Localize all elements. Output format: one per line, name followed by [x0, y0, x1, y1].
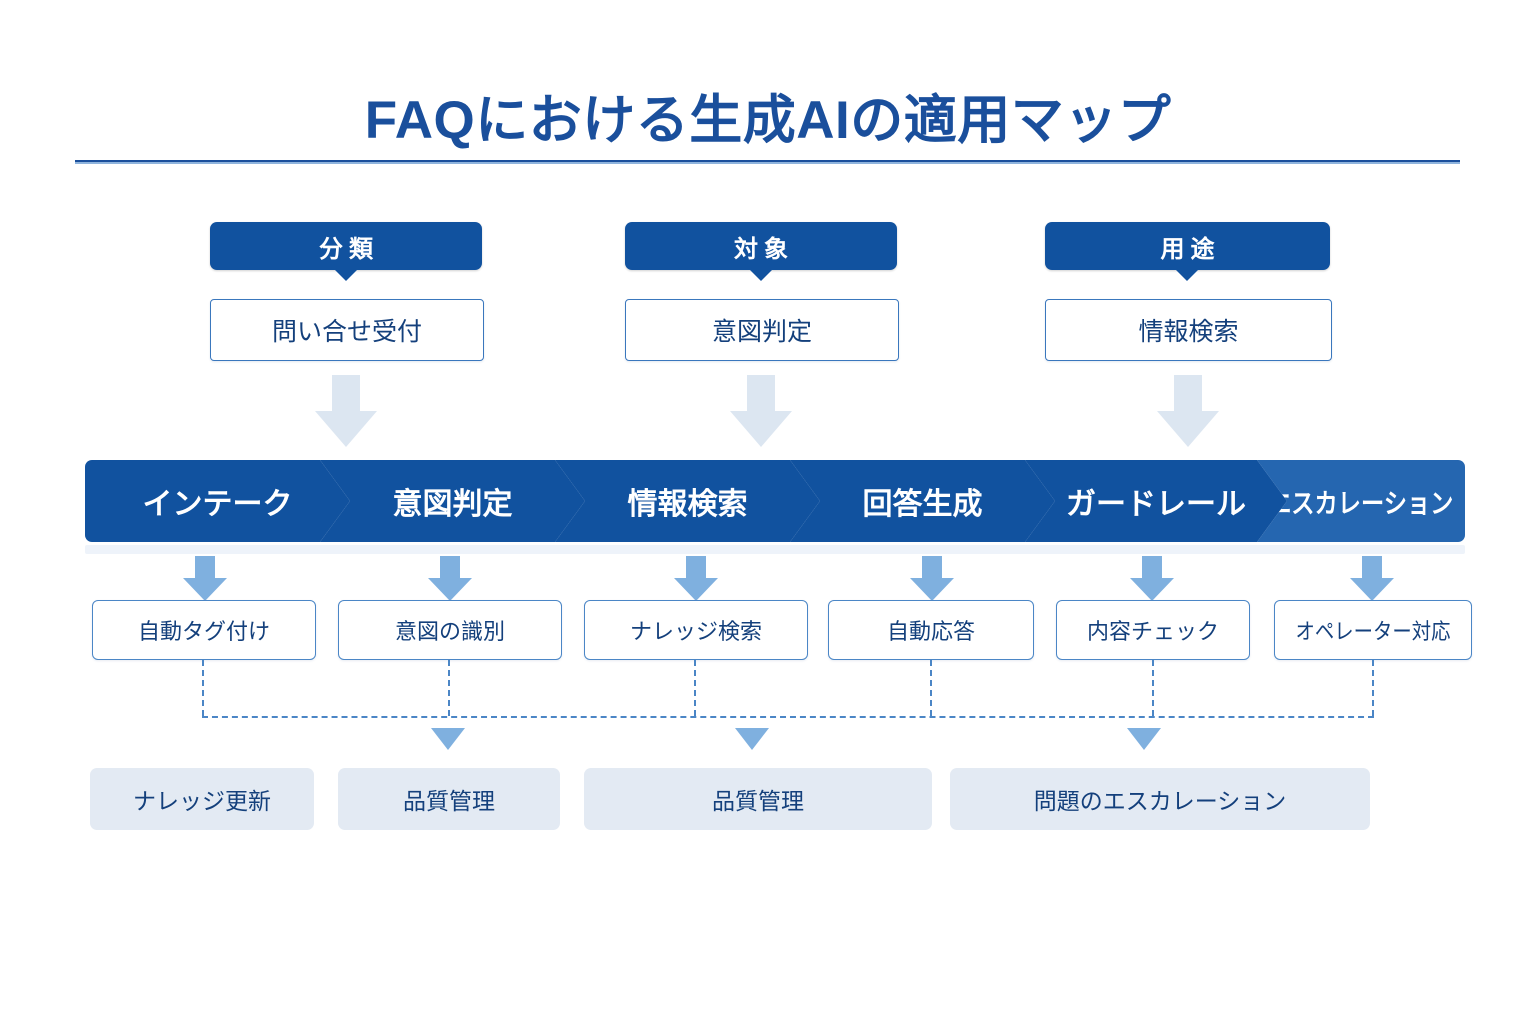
pipeline-step-label-6: エスカレーション — [1268, 488, 1454, 519]
flow-arrow-top-2 — [730, 375, 792, 447]
flow-arrow-mid-2 — [428, 556, 472, 601]
bottom-box-3: 品質管理 — [584, 768, 932, 830]
arrow-shaft — [1174, 375, 1202, 413]
dashed-drop-3 — [694, 660, 696, 716]
dashed-arrow-1 — [431, 728, 465, 750]
arrow-head — [910, 578, 954, 601]
arrow-shaft — [1142, 556, 1162, 580]
mid-box-1: 自動タグ付け — [92, 600, 316, 660]
bottom-box-label-1: ナレッジ更新 — [133, 788, 271, 814]
arrow-shaft — [332, 375, 360, 413]
flow-arrow-top-3 — [1157, 375, 1219, 447]
arrow-head — [315, 411, 377, 447]
dashed-drop-2 — [448, 660, 450, 716]
dashed-drop-6 — [1372, 660, 1374, 716]
bottom-box-2: 品質管理 — [338, 768, 560, 830]
dashed-arrow-2 — [735, 728, 769, 750]
pipeline-step-label-3: 情報検索 — [627, 488, 748, 521]
arrow-shaft — [686, 556, 706, 580]
bottom-box-label-2: 品質管理 — [403, 788, 495, 814]
flow-arrow-mid-4 — [910, 556, 954, 601]
pipeline-step-label-1: インテーク — [142, 488, 293, 521]
bottom-box-label-3: 品質管理 — [712, 788, 804, 814]
top-header-label-1: 分類 — [319, 235, 379, 263]
flow-arrow-mid-3 — [674, 556, 718, 601]
arrow-head — [1157, 411, 1219, 447]
dashed-rail — [202, 716, 1374, 718]
flow-arrow-top-1 — [315, 375, 377, 447]
pipeline-step-1[interactable]: インテーク — [85, 460, 350, 542]
page-title: FAQにおける生成AIの適用マップ — [364, 91, 1172, 150]
pipeline-baseline — [85, 545, 1465, 554]
arrow-shaft — [747, 375, 775, 413]
top-header-pointer-1 — [335, 270, 357, 281]
arrow-shaft — [922, 556, 942, 580]
flow-arrow-mid-6 — [1350, 556, 1394, 601]
mid-box-label-4: 自動応答 — [886, 619, 975, 644]
dashed-arrow-3 — [1127, 728, 1161, 750]
mid-box-label-3: ナレッジ検索 — [629, 619, 762, 644]
flow-arrow-mid-5 — [1130, 556, 1174, 601]
flow-arrow-mid-1 — [183, 556, 227, 601]
pipeline-step-label-5: ガードレール — [1066, 488, 1246, 521]
top-header-pointer-2 — [750, 270, 772, 281]
arrow-head — [1350, 578, 1394, 601]
pipeline-step-label-4: 回答生成 — [862, 488, 983, 521]
pipeline-step-5[interactable]: ガードレール — [1025, 460, 1287, 542]
pipeline-step-3[interactable]: 情報検索 — [555, 460, 820, 542]
top-box-3: 情報検索 — [1045, 299, 1332, 361]
mid-box-2: 意図の識別 — [338, 600, 562, 660]
top-box-1: 問い合せ受付 — [210, 299, 484, 361]
top-box-label-1: 問い合せ受付 — [271, 318, 422, 346]
mid-box-6: オペレーター対応 — [1274, 600, 1472, 660]
mid-box-label-1: 自動タグ付け — [137, 619, 270, 644]
top-box-label-2: 意図判定 — [711, 318, 812, 346]
title-divider — [75, 160, 1460, 164]
arrow-head — [674, 578, 718, 601]
arrow-shaft — [440, 556, 460, 580]
mid-box-4: 自動応答 — [828, 600, 1034, 660]
top-box-2: 意図判定 — [625, 299, 899, 361]
mid-box-label-5: 内容チェック — [1086, 619, 1219, 644]
dashed-drop-5 — [1152, 660, 1154, 716]
pipeline-band: インテーク 意図判定 情報検索 回答生成 ガードレール エスカレーション — [85, 460, 1465, 542]
top-header-pill-1: 分類 — [210, 222, 482, 270]
top-box-label-3: 情報検索 — [1138, 318, 1239, 346]
dashed-drop-1 — [202, 660, 204, 716]
bottom-box-4: 問題のエスカレーション — [950, 768, 1370, 830]
top-header-pill-3: 用途 — [1045, 222, 1330, 270]
mid-box-3: ナレッジ検索 — [584, 600, 808, 660]
pipeline-step-4[interactable]: 回答生成 — [790, 460, 1055, 542]
arrow-head — [428, 578, 472, 601]
bottom-box-1: ナレッジ更新 — [90, 768, 314, 830]
top-header-pill-2: 対象 — [625, 222, 897, 270]
dashed-drop-4 — [930, 660, 932, 716]
arrow-shaft — [1362, 556, 1382, 580]
top-header-pointer-3 — [1176, 270, 1198, 281]
mid-box-label-6: オペレーター対応 — [1295, 619, 1451, 644]
arrow-head — [1130, 578, 1174, 601]
mid-box-5: 内容チェック — [1056, 600, 1250, 660]
arrow-head — [183, 578, 227, 601]
pipeline-step-2[interactable]: 意図判定 — [320, 460, 585, 542]
pipeline-step-label-2: 意図判定 — [392, 488, 513, 521]
bottom-box-label-4: 問題のエスカレーション — [1033, 788, 1287, 814]
top-header-label-2: 対象 — [734, 235, 794, 263]
arrow-shaft — [195, 556, 215, 580]
pipeline-step-6[interactable]: エスカレーション — [1257, 460, 1465, 542]
mid-box-label-2: 意図の識別 — [394, 619, 505, 644]
top-header-label-3: 用途 — [1160, 235, 1221, 263]
arrow-head — [730, 411, 792, 447]
